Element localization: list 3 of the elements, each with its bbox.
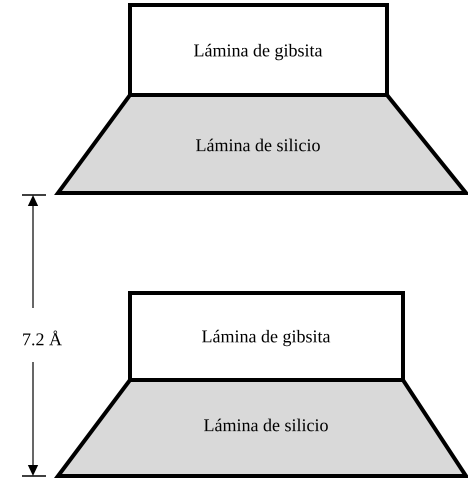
sheet-box: Lámina de gibsita — [128, 291, 405, 382]
dimension-label: 7.2 Å — [23, 330, 62, 346]
sheet-box: Lámina de gibsita — [128, 3, 389, 97]
